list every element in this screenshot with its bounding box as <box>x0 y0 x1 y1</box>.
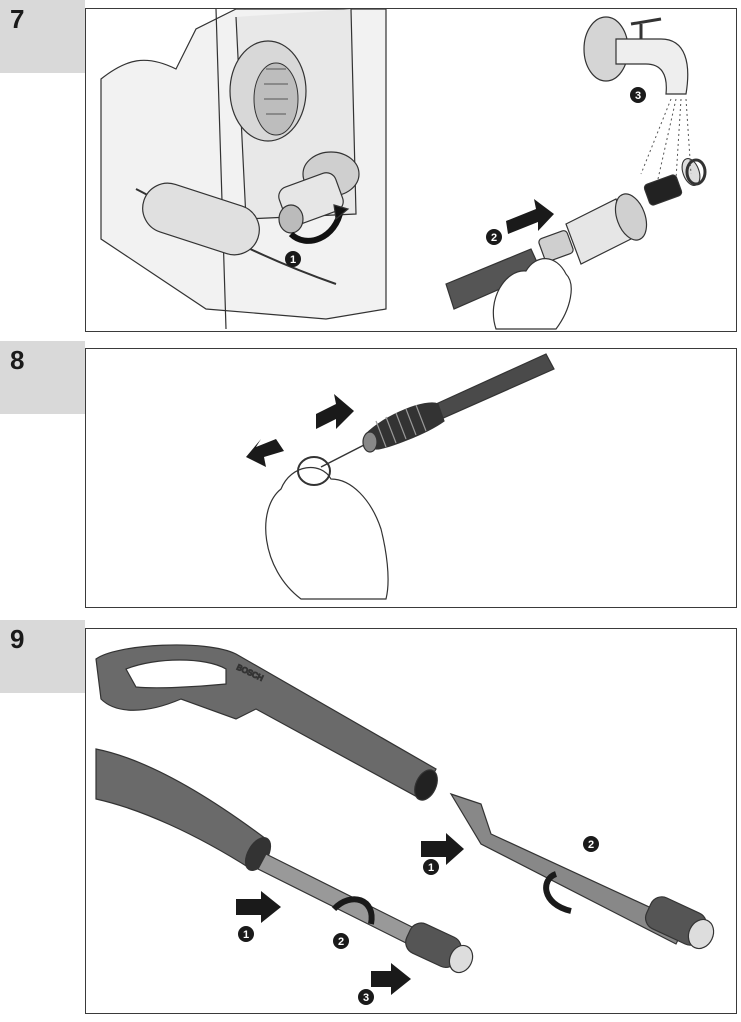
callout-3-label: 3 <box>635 90 641 102</box>
lance-extension-left <box>95 748 474 974</box>
lance-pipe <box>320 353 555 468</box>
forward-arrow <box>316 394 354 429</box>
water-inlet-connector <box>278 151 360 244</box>
step-7-panel: 1 2 3 <box>85 8 737 332</box>
water-tap <box>583 16 689 95</box>
callout-1b-marker <box>423 859 439 875</box>
step-8-panel <box>85 348 737 608</box>
callout-1a-marker <box>238 926 254 942</box>
callout-3a-marker <box>358 989 374 1005</box>
step-8-tab: 8 <box>0 341 85 414</box>
callout-1b-label: 1 <box>428 862 434 874</box>
callout-2-label: 2 <box>491 232 497 244</box>
callout-2b-label: 2 <box>588 839 594 851</box>
callout-1a-label: 1 <box>243 929 249 941</box>
pressure-selector-dial <box>229 40 307 142</box>
step-7-illustration: 1 2 3 <box>100 9 707 330</box>
callout-2a-label: 2 <box>338 936 344 948</box>
push-arrow-left <box>236 891 281 923</box>
step-7-tab: 7 <box>0 0 85 73</box>
callout-1-marker <box>285 251 301 267</box>
step-8-number: 8 <box>10 345 25 375</box>
sealing-ring <box>685 158 707 186</box>
step-7-number: 7 <box>10 4 25 34</box>
step-9-panel: BOSCH 1 2 1 2 3 <box>85 628 737 1014</box>
step-8-illustration <box>246 353 555 600</box>
callout-3-marker <box>630 87 646 103</box>
step-9-tab: 9 <box>0 620 85 693</box>
step-9-number: 9 <box>10 624 25 654</box>
backward-arrow <box>246 439 284 467</box>
callout-2-marker <box>486 229 502 245</box>
rotate-arrow-left <box>331 896 375 925</box>
water-spray <box>640 98 692 180</box>
lance-extension-right <box>449 792 715 950</box>
hand-with-cleaning-needle <box>265 456 389 600</box>
push-arrow <box>506 199 554 234</box>
spray-gun: BOSCH <box>95 644 438 801</box>
push-arrow-right <box>421 833 464 865</box>
callout-3a-label: 3 <box>363 992 369 1004</box>
callout-1-label: 1 <box>290 254 296 266</box>
inlet-filter <box>643 158 701 206</box>
callout-2a-marker <box>333 933 349 949</box>
pull-arrow <box>371 963 411 995</box>
hose-coupling <box>445 193 648 310</box>
step-9-illustration: BOSCH 1 2 1 2 3 <box>95 644 715 1005</box>
rotate-arrow-right <box>543 871 572 914</box>
callout-2b-marker <box>583 836 599 852</box>
hand-holding-hose <box>492 258 572 330</box>
